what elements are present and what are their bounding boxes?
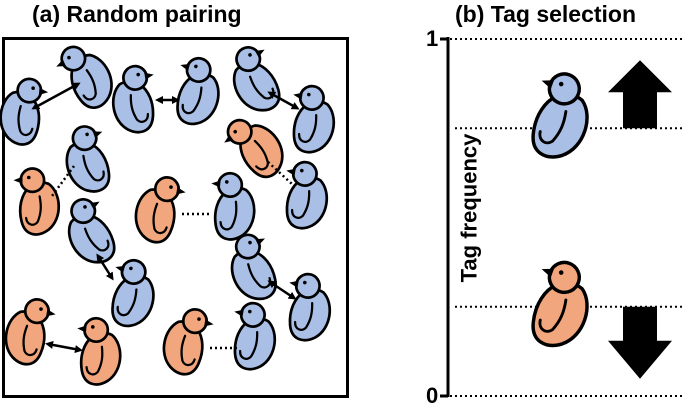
panel-b-title: (b) Tag selection: [455, 1, 637, 27]
bird-icon: [158, 303, 217, 380]
pairing-birds: [0, 35, 342, 388]
y-axis-label: Tag frequency: [456, 133, 482, 283]
arrow-down-icon: [608, 306, 672, 379]
bird-icon: [99, 254, 164, 333]
bird-icon: [130, 171, 189, 248]
y-tick-label-bottom: 0: [426, 383, 439, 408]
double-arrow-icon: [45, 340, 83, 354]
bird-icon: [516, 64, 603, 168]
bird-icon: [53, 190, 129, 273]
double-arrow-icon: [31, 82, 81, 110]
tag-frequency-axis: [440, 37, 685, 398]
bird-icon: [0, 75, 51, 148]
double-arrow-icon: [96, 253, 114, 281]
bird-icon: [54, 119, 123, 200]
tag-levels: [455, 60, 685, 379]
dotted-line-icon: [267, 161, 293, 185]
bird-icon: [105, 61, 165, 138]
bird-icon: [164, 52, 229, 131]
pairing-arena-frame: [2, 37, 349, 398]
panel-a-title: (a) Random pairing: [32, 1, 242, 27]
bird-icon: [49, 35, 122, 118]
bird-icon: [516, 253, 603, 356]
bird-icon: [282, 81, 342, 158]
double-arrow-icon: [267, 91, 300, 110]
y-tick-label-top: 1: [426, 26, 439, 51]
bird-icon: [223, 298, 283, 375]
bird-icon: [0, 293, 59, 370]
bird-icon: [12, 167, 61, 236]
bird-icon: [218, 38, 294, 121]
dotted-line-icon: [50, 165, 76, 197]
bird-icon: [275, 157, 335, 234]
pairing-links: [31, 82, 300, 354]
arrow-up-icon: [608, 60, 672, 129]
bird-icon: [205, 170, 259, 243]
bird-icon: [278, 269, 338, 346]
double-arrow-icon: [267, 280, 297, 300]
bird-icon: [71, 315, 125, 388]
